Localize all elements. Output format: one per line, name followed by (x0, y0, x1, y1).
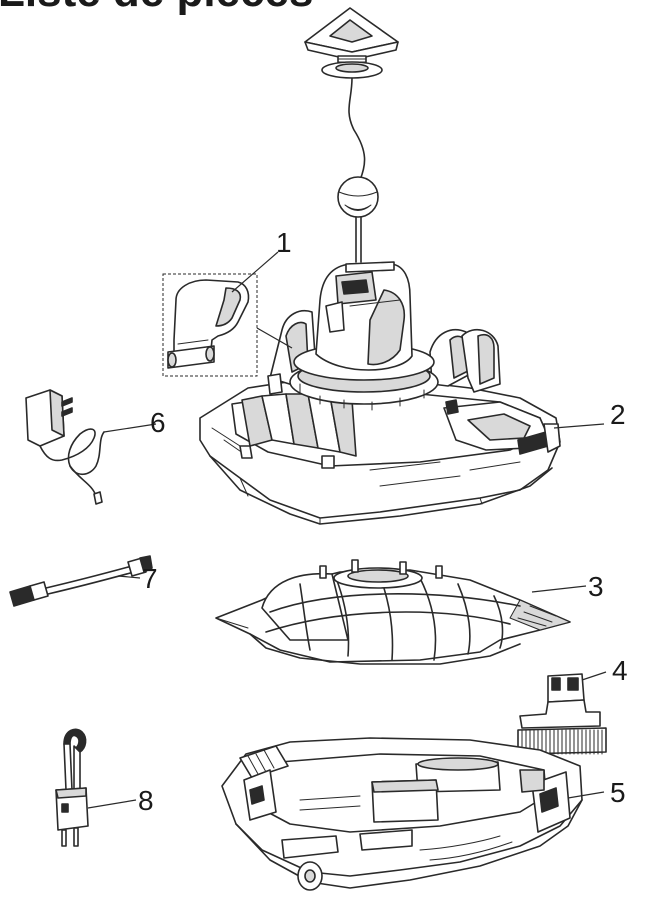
callout-3: 3 (588, 571, 604, 602)
callout-6: 6 (150, 407, 166, 438)
callout-numbers: 1 2 3 4 5 6 7 8 (138, 227, 628, 816)
callout-8: 8 (138, 785, 154, 816)
float-handle-part (304, 7, 399, 263)
callout-1: 1 (276, 227, 292, 258)
callout-7: 7 (142, 563, 158, 594)
filter-basket-part (215, 559, 571, 665)
hanger-clip-part (55, 728, 89, 847)
power-adapter-part (25, 389, 105, 505)
callout-2: 2 (610, 399, 626, 430)
filter-cover-part (162, 273, 258, 377)
callout-4: 4 (612, 655, 628, 686)
brush-part (517, 673, 607, 755)
cable-part (9, 555, 153, 607)
callout-5: 5 (610, 777, 626, 808)
bottom-chassis-part (221, 737, 583, 891)
robot-body-part (199, 261, 561, 525)
page-title: Liste de pièces (0, 0, 313, 16)
leader-lines (87, 251, 607, 809)
